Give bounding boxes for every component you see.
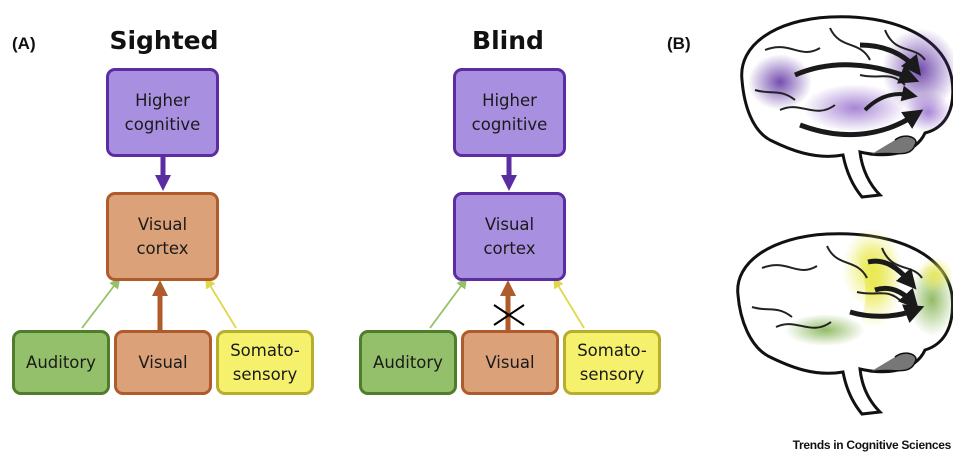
blind-visual-box: Visual bbox=[461, 330, 559, 395]
blocked-cross-icon bbox=[493, 304, 525, 326]
blind-auditory-arrow bbox=[429, 277, 468, 329]
sighted-higher-cognitive-box: Higher cognitive bbox=[106, 68, 219, 157]
panel-b-label: (B) bbox=[667, 34, 691, 53]
sighted-title: Sighted bbox=[109, 26, 219, 55]
sighted-auditory-arrow bbox=[81, 277, 121, 329]
journal-credit: Trends in Cognitive Sciences bbox=[792, 438, 952, 452]
blind-somatosensory-box: Somato- sensory bbox=[563, 330, 661, 395]
blind-somato-arrow bbox=[553, 277, 585, 329]
sighted-somatosensory-box: Somato- sensory bbox=[216, 330, 314, 395]
blind-title: Blind bbox=[472, 26, 544, 55]
panel-a-label: (A) bbox=[12, 34, 36, 53]
sighted-auditory-box: Auditory bbox=[12, 330, 110, 395]
sighted-somato-arrow bbox=[205, 277, 237, 329]
brain-top-icon bbox=[740, 15, 953, 199]
blind-visual-cortex-box: Visual cortex bbox=[453, 192, 566, 281]
blind-auditory-box: Auditory bbox=[359, 330, 457, 395]
sighted-visual-cortex-box: Visual cortex bbox=[106, 192, 219, 281]
blind-higher-cognitive-box: Higher cognitive bbox=[453, 68, 566, 157]
brain-bottom-icon bbox=[736, 228, 953, 416]
sighted-visual-box: Visual bbox=[114, 330, 212, 395]
